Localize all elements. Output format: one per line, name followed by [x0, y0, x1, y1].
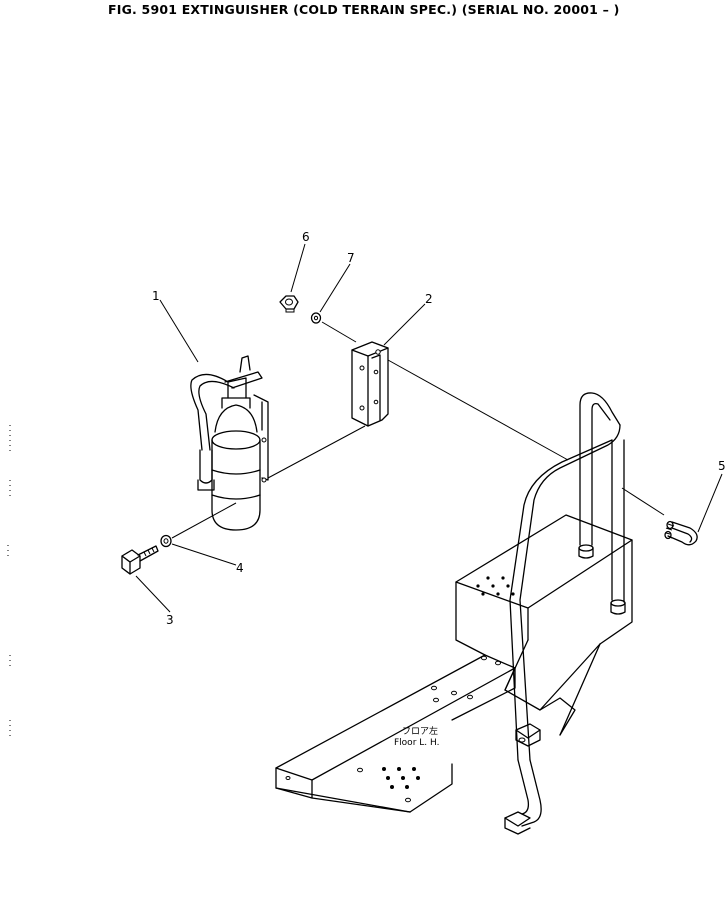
lock-washer[interactable]: [310, 312, 322, 324]
u-bolt[interactable]: [664, 520, 698, 546]
floor-label: Floor L. H.: [394, 738, 439, 748]
callout-2: 2: [425, 292, 433, 306]
callout-5: 5: [718, 459, 726, 473]
nut[interactable]: [279, 295, 299, 313]
floor-plate[interactable]: [275, 514, 633, 813]
floor-label-jp: フロア左: [402, 725, 438, 737]
callout-4: 4: [236, 561, 244, 575]
bolt[interactable]: [121, 545, 159, 575]
leader-lines: [135, 243, 723, 613]
washer[interactable]: [160, 534, 172, 548]
mounting-bracket[interactable]: [351, 341, 389, 427]
assembly-lines: [171, 321, 665, 539]
handrail[interactable]: [504, 392, 626, 835]
scan-artifacts: [7, 425, 11, 740]
callout-6: 6: [302, 230, 310, 244]
callout-1: 1: [152, 289, 160, 303]
callout-7: 7: [347, 251, 355, 265]
figure-title: FIG. 5901 EXTINGUISHER (COLD TERRAIN SPE…: [108, 2, 620, 17]
fire-extinguisher[interactable]: [190, 355, 269, 531]
callout-3: 3: [166, 613, 174, 627]
